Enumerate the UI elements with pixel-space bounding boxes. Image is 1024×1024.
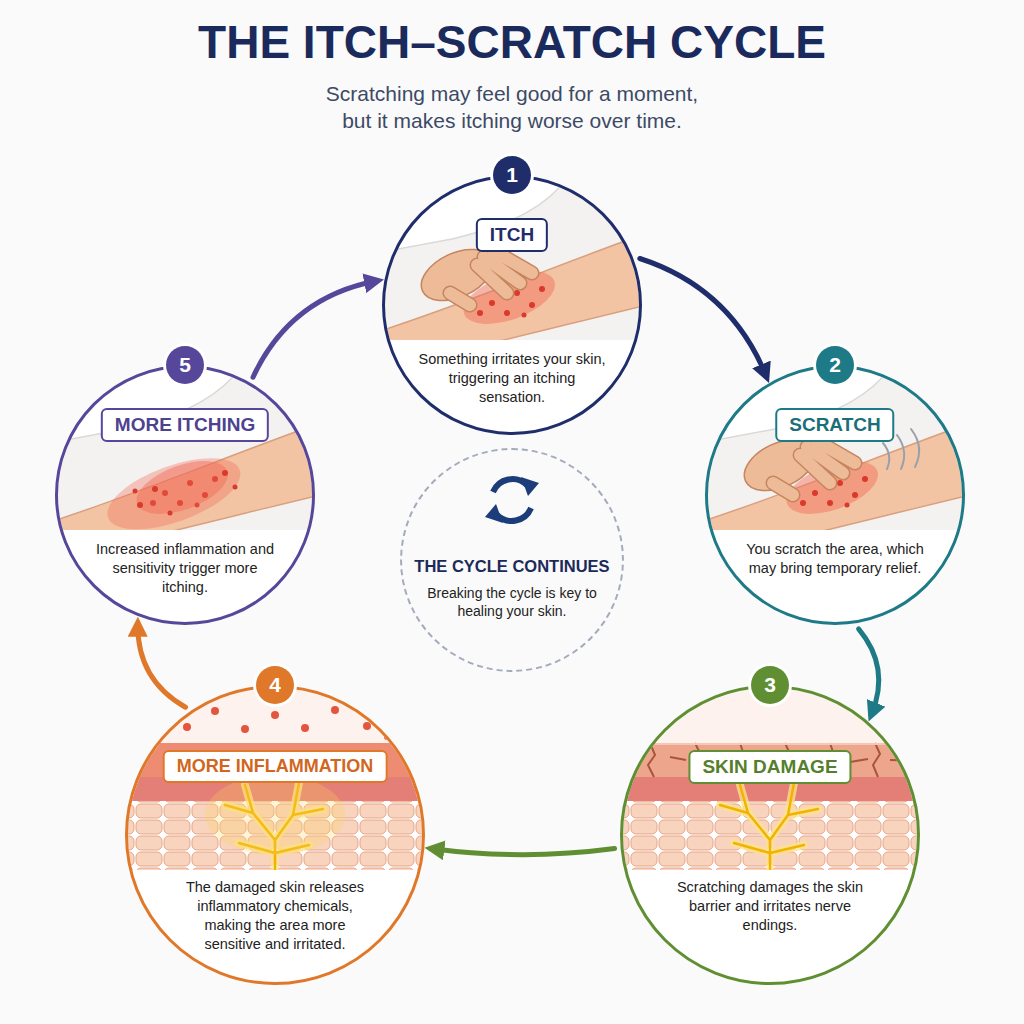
step-circle: 3SKIN DAMAGEScratching damages the skin … xyxy=(620,685,920,985)
cycle-icon xyxy=(493,479,527,492)
itch-arm-illustration xyxy=(377,170,647,367)
inflamed-skin-illustration xyxy=(301,724,309,732)
inflamed-skin-illustration xyxy=(183,723,191,731)
cycle-arrow xyxy=(432,849,614,855)
diagram-title: THE ITCH–SCRATCH CYCLE xyxy=(0,16,1024,69)
cycle-icon xyxy=(485,504,503,523)
inflamed-skin-illustration xyxy=(205,775,345,855)
callout-number: 2 xyxy=(816,346,854,384)
itching-arm-illustration xyxy=(50,360,320,530)
itching-arm-illustration xyxy=(137,502,143,508)
step-heading: SCRATCH xyxy=(775,408,894,442)
step-heading: SKIN DAMAGE xyxy=(688,750,851,784)
scratch-arm-illustration xyxy=(700,360,970,530)
step-description: You scratch the area, which may bring te… xyxy=(740,540,930,578)
callout-number: 5 xyxy=(166,346,204,384)
itching-arm-illustration xyxy=(50,360,320,557)
scratch-arm-illustration xyxy=(700,360,970,557)
damaged-skin-illustration xyxy=(615,680,925,870)
inflamed-skin-illustration xyxy=(384,734,390,740)
step-heading: MORE ITCHING xyxy=(101,408,269,442)
step-circle: 5MORE ITCHINGIncreased inflammation and … xyxy=(55,365,315,625)
step-circle: 1ITCHSomething irritates your skin, trig… xyxy=(382,175,642,435)
itching-arm-illustration xyxy=(50,360,320,557)
damaged-skin-illustration xyxy=(615,680,925,876)
callout-number: 1 xyxy=(493,156,531,194)
inflamed-skin-illustration xyxy=(120,680,430,870)
step-circle: 2SCRATCHYou scratch the area, which may … xyxy=(705,365,965,625)
callout-number: 4 xyxy=(256,666,294,704)
inflamed-skin-illustration xyxy=(120,680,430,876)
inflamed-skin-illustration xyxy=(120,680,430,876)
cycle-icon xyxy=(485,477,539,523)
cycle-arrow xyxy=(253,281,376,377)
inflamed-skin-illustration xyxy=(241,725,249,733)
cycle-arrow xyxy=(138,625,186,708)
inflamed-skin-illustration xyxy=(363,722,371,730)
damaged-skin-illustration xyxy=(615,680,925,876)
inflamed-skin-illustration xyxy=(152,732,158,738)
damaged-skin-illustration xyxy=(615,680,925,870)
itch-arm-illustration xyxy=(377,170,647,340)
itching-arm-illustration xyxy=(133,489,138,494)
itch-arm-illustration xyxy=(377,170,647,340)
step-heading: MORE INFLAMMATION xyxy=(163,750,388,783)
inflamed-skin-illustration xyxy=(211,707,219,715)
cycle-arrow xyxy=(859,629,879,714)
center-circle: THE CYCLE CONTINUES Breaking the cycle is… xyxy=(400,448,624,672)
step-description: Scratching damages the skin barrier and … xyxy=(670,878,870,935)
callout-number: 3 xyxy=(751,666,789,704)
circle-backgrounds xyxy=(55,175,965,985)
damaged-skin-illustration xyxy=(620,743,920,745)
center-heading: THE CYCLE CONTINUES xyxy=(414,556,609,577)
itching-arm-illustration xyxy=(222,470,228,476)
itching-arm-illustration xyxy=(233,485,238,490)
scratch-arm-illustration xyxy=(700,360,970,557)
step-heading: ITCH xyxy=(476,218,548,252)
step-circle: 4MORE INFLAMMATIONThe damaged skin relea… xyxy=(125,685,425,985)
step-description: Something irritates your skin, triggerin… xyxy=(417,350,607,407)
itching-arm-illustration xyxy=(168,511,173,516)
itch-arm-illustration xyxy=(377,170,647,367)
inflamed-skin-illustration xyxy=(161,707,169,715)
inflamed-skin-illustration xyxy=(271,711,279,719)
subtitle-text: Scratching may feel good for a moment, b… xyxy=(312,80,712,135)
inflamed-skin-illustration xyxy=(331,706,339,714)
step-description: Increased inflammation and sensitivity t… xyxy=(90,540,280,597)
cycle-icon xyxy=(521,477,539,496)
itching-arm-illustration xyxy=(152,486,158,492)
itching-arm-illustration xyxy=(50,360,320,530)
cycle-icon xyxy=(497,508,531,521)
center-description: Breaking the cycle is key to healing you… xyxy=(420,584,604,620)
scratch-arm-illustration xyxy=(700,360,970,530)
cycle-icon xyxy=(485,504,531,523)
itching-arm-illustration xyxy=(99,443,250,530)
cycle-arrow xyxy=(640,259,766,376)
inflamed-skin-illustration xyxy=(120,680,430,870)
step-description: The damaged skin releases inflammatory c… xyxy=(175,878,375,953)
